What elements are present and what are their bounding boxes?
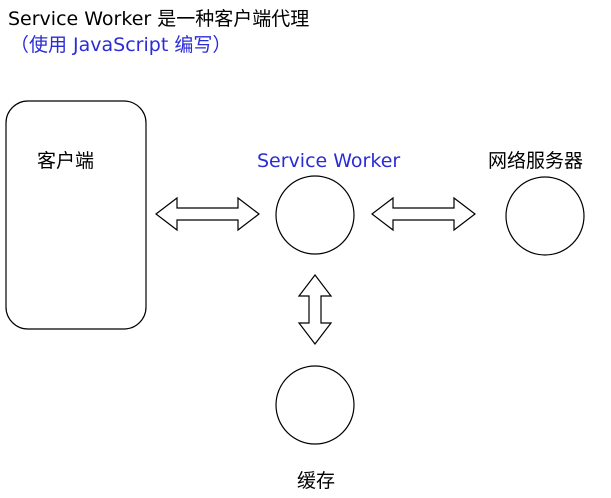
sw-cache-double-arrow bbox=[297, 274, 333, 345]
network-server-node bbox=[505, 176, 585, 256]
service-worker-label: Service Worker bbox=[257, 150, 401, 172]
diagram-title: Service Worker 是一种客户端代理 bbox=[8, 8, 310, 30]
client-box bbox=[5, 100, 147, 330]
cache-node bbox=[275, 365, 355, 445]
service-worker-node bbox=[275, 175, 355, 255]
diagram-subtitle: （使用 JavaScript 编写） bbox=[10, 34, 232, 56]
cache-label: 缓存 bbox=[297, 470, 336, 492]
client-label: 客户端 bbox=[37, 150, 95, 172]
network-server-label: 网络服务器 bbox=[488, 150, 584, 172]
client-sw-double-arrow bbox=[155, 196, 260, 232]
sw-server-double-arrow bbox=[371, 196, 476, 232]
